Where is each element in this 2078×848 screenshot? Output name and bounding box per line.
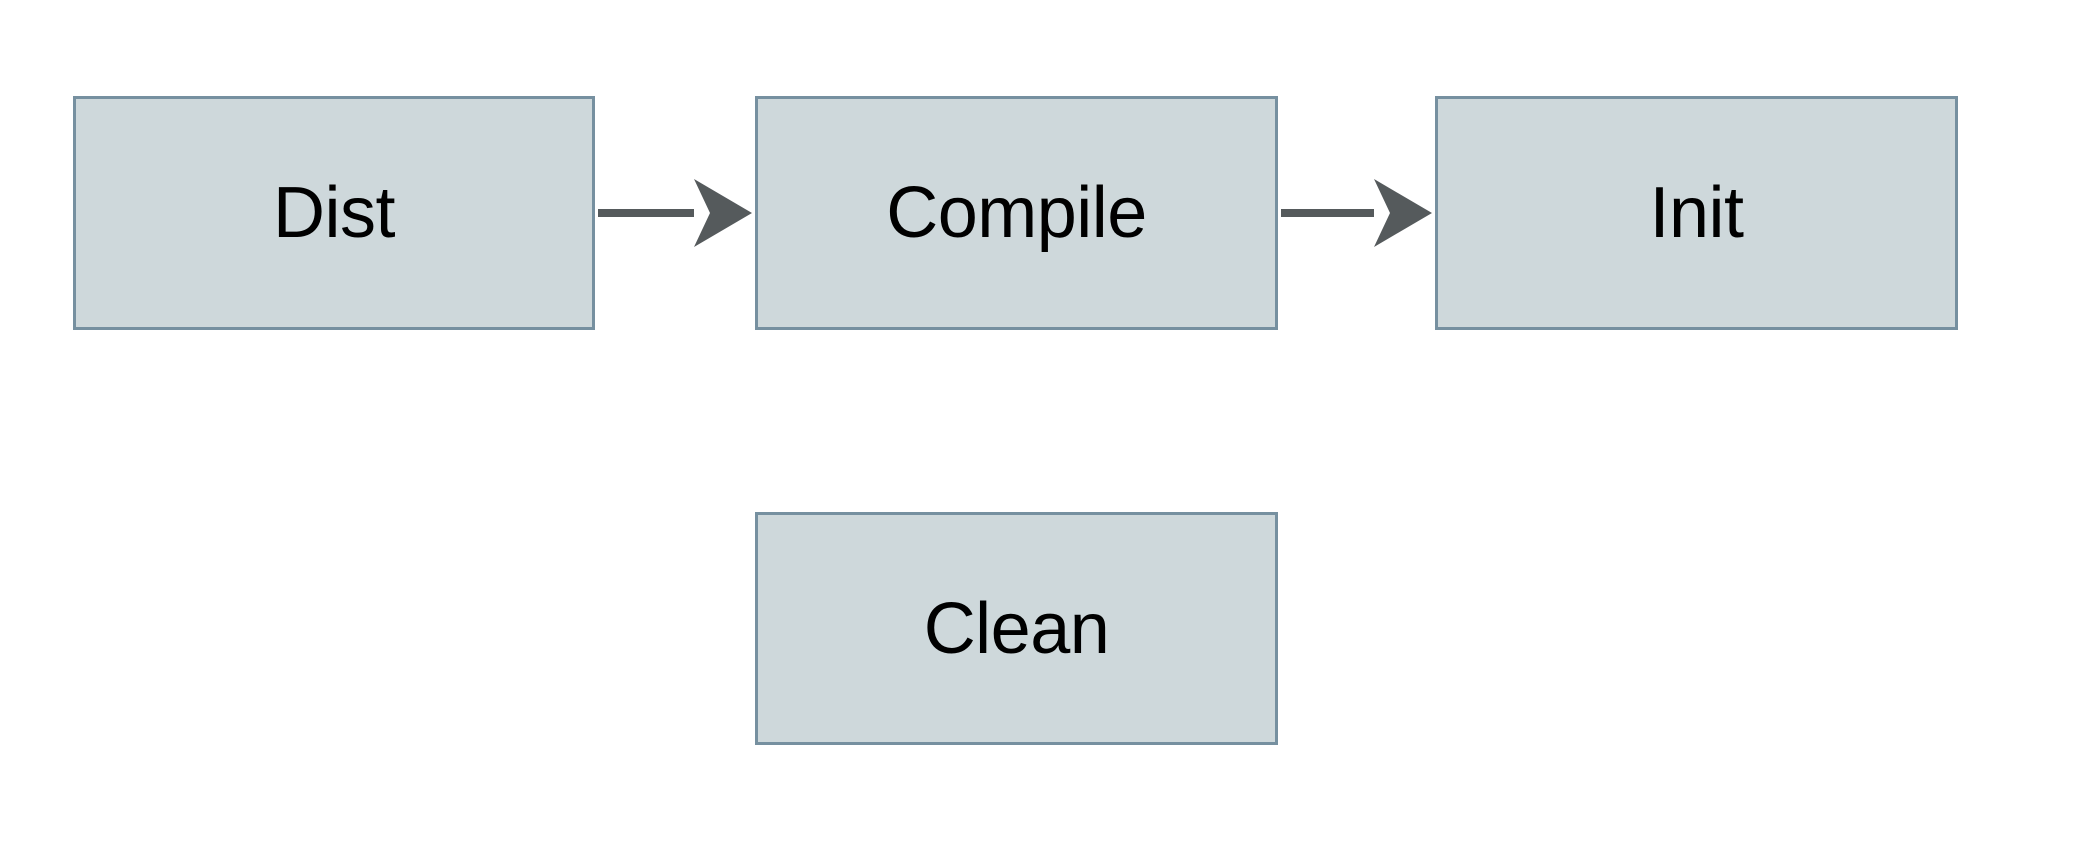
node-init-label: Init [1649,173,1744,253]
node-clean-label: Clean [923,588,1110,669]
node-dist-label: Dist [273,173,396,253]
node-compile[interactable]: Compile [755,96,1278,330]
edge-dist-to-compile-arrowhead-icon [694,179,752,247]
node-dist[interactable]: Dist [73,96,595,330]
node-init[interactable]: Init [1435,96,1958,330]
edge-compile-to-init-arrowhead-icon [1374,179,1432,247]
node-clean[interactable]: Clean [755,512,1278,745]
node-compile-label: Compile [886,173,1147,253]
